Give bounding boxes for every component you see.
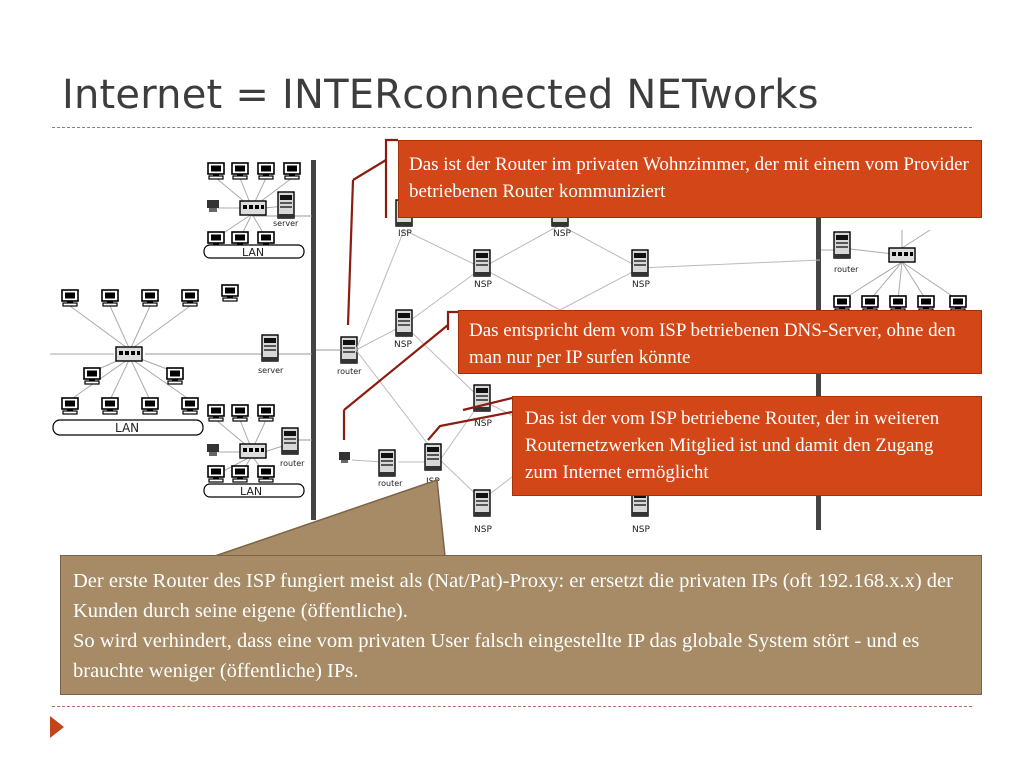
label-server-top: server	[273, 219, 299, 228]
callout-pointers	[342, 138, 513, 441]
callout-home-router-text: Das ist der Router im privaten Wohnzimme…	[409, 154, 969, 202]
label-server-mid: server	[258, 366, 284, 375]
label-nsp-1: NSP	[553, 229, 571, 239]
footer-divider	[52, 706, 972, 707]
label-isp-top: ISP	[398, 229, 412, 239]
callout-isp-router-text: Das ist der vom ISP betriebene Router, d…	[525, 408, 940, 483]
slide-title: Internet = INTERconnected NETworks	[62, 72, 819, 118]
label-router-bottom: router	[378, 479, 403, 488]
callout-proxy-line2: So wird verhindert, dass eine vom privat…	[73, 630, 920, 682]
label-nsp-6: NSP	[632, 525, 650, 535]
label-lan-left: LAN	[115, 421, 139, 435]
lan-left	[50, 305, 312, 401]
label-nsp-2: NSP	[474, 280, 492, 290]
label-nsp-5: NSP	[474, 525, 492, 535]
label-lan-bottom: LAN	[240, 485, 262, 498]
next-slide-arrow-icon[interactable]	[50, 716, 64, 738]
label-isp-mid: NSP	[394, 340, 412, 350]
label-router-mid: router	[337, 367, 362, 376]
callout-isp-router: Das ist der vom ISP betriebene Router, d…	[512, 396, 982, 496]
callout-home-router: Das ist der Router im privaten Wohnzimme…	[398, 140, 982, 218]
label-router-right: router	[834, 265, 859, 274]
callout-dns-server-text: Das entspricht dem vom ISP betriebenen D…	[469, 320, 956, 368]
label-nsp-4: NSP	[474, 419, 492, 429]
callout-proxy: Der erste Router des ISP fungiert meist …	[60, 555, 982, 695]
title-divider	[52, 127, 972, 128]
backbone-left	[311, 160, 316, 520]
callout-dns-server: Das entspricht dem vom ISP betriebenen D…	[458, 310, 982, 374]
callout-proxy-line1: Der erste Router des ISP fungiert meist …	[73, 570, 953, 622]
label-nsp-3: NSP	[632, 280, 650, 290]
label-router-bottom-lan: router	[280, 459, 305, 468]
lan-right	[821, 229, 959, 301]
label-lan-top: LAN	[242, 246, 264, 259]
